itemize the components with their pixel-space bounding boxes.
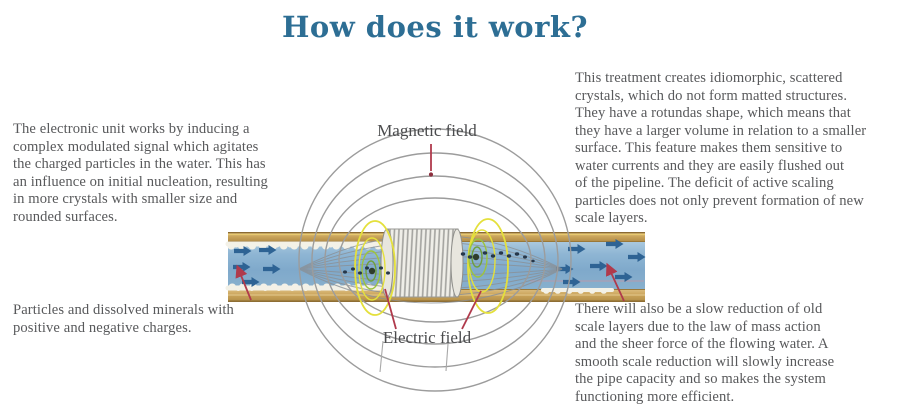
paragraph-electronic-unit: The electronic unit works by inducing a … xyxy=(13,121,268,225)
electric-pointer-left xyxy=(384,288,397,330)
scale-deposits xyxy=(225,241,614,294)
magnetic-field-lines xyxy=(298,128,572,392)
paragraph-treatment-crystals: This treatment creates idiomorphic, scat… xyxy=(575,70,867,226)
electric-pointer-right xyxy=(461,290,482,330)
magnetic-field-label: Magnetic field xyxy=(377,121,477,140)
induction-coil xyxy=(380,228,464,298)
pipe-diagram xyxy=(225,128,646,392)
pointer-arrows xyxy=(235,144,625,330)
page-title: How does it work? xyxy=(282,10,588,44)
electric-field-label: Electric field xyxy=(382,328,472,347)
paragraph-scale-reduction: There will also be a slow reduction of o… xyxy=(575,301,835,405)
scale-reduction-pointer-arrow xyxy=(606,262,625,302)
paragraph-particles: Particles and dissolved minerals with po… xyxy=(13,302,234,336)
particles-pointer-arrow xyxy=(235,264,252,301)
field-trailing-lines xyxy=(379,340,449,373)
charged-particles xyxy=(343,251,535,275)
electric-field-rings-left xyxy=(354,220,396,316)
